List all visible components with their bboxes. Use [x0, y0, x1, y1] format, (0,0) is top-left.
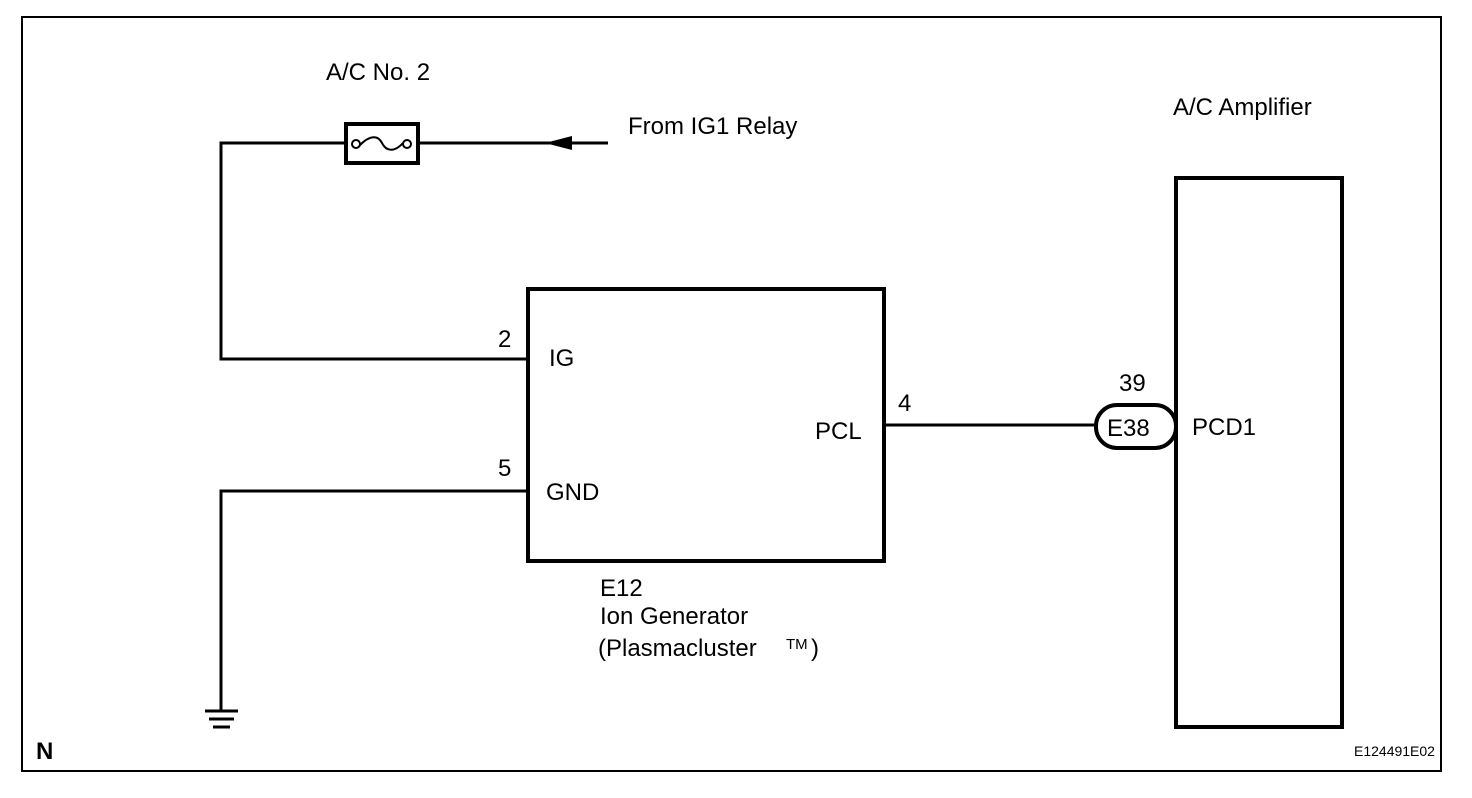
ion-generator-connector: E12 [600, 575, 643, 602]
fuse-symbol [344, 122, 420, 165]
amplifier-box [1174, 176, 1344, 729]
connector-e38-label: E38 [1107, 415, 1150, 442]
wire-ig [219, 141, 528, 361]
arrow-icon [545, 136, 572, 150]
trademark-mark: TM [786, 636, 808, 653]
pin-name-ig: IG [549, 345, 574, 372]
ion-generator-subname-close: ) [811, 635, 819, 662]
pin-number-gnd: 5 [498, 455, 511, 482]
ion-generator-subname: (Plasmacluster [598, 635, 757, 662]
amplifier-terminal-name: PCD1 [1192, 414, 1256, 441]
pin-name-gnd: GND [546, 479, 599, 506]
pin-number-pcd1: 39 [1119, 370, 1146, 397]
ion-generator-name: Ion Generator [600, 603, 748, 630]
figure-id: E124491E02 [1354, 743, 1435, 759]
pin-number-pcl: 4 [898, 390, 911, 417]
fuse-label: A/C No. 2 [326, 59, 430, 86]
source-label: From IG1 Relay [628, 113, 797, 140]
pin-name-pcl: PCL [815, 418, 862, 445]
ground-icon [205, 709, 238, 729]
connector-e38 [1094, 403, 1178, 450]
corner-mark: N [36, 738, 53, 765]
pin-number-ig: 2 [498, 326, 511, 353]
diagram-frame [21, 16, 1442, 772]
amplifier-title: A/C Amplifier [1173, 94, 1312, 121]
ion-generator-box [526, 287, 886, 563]
wire-gnd [219, 489, 528, 711]
